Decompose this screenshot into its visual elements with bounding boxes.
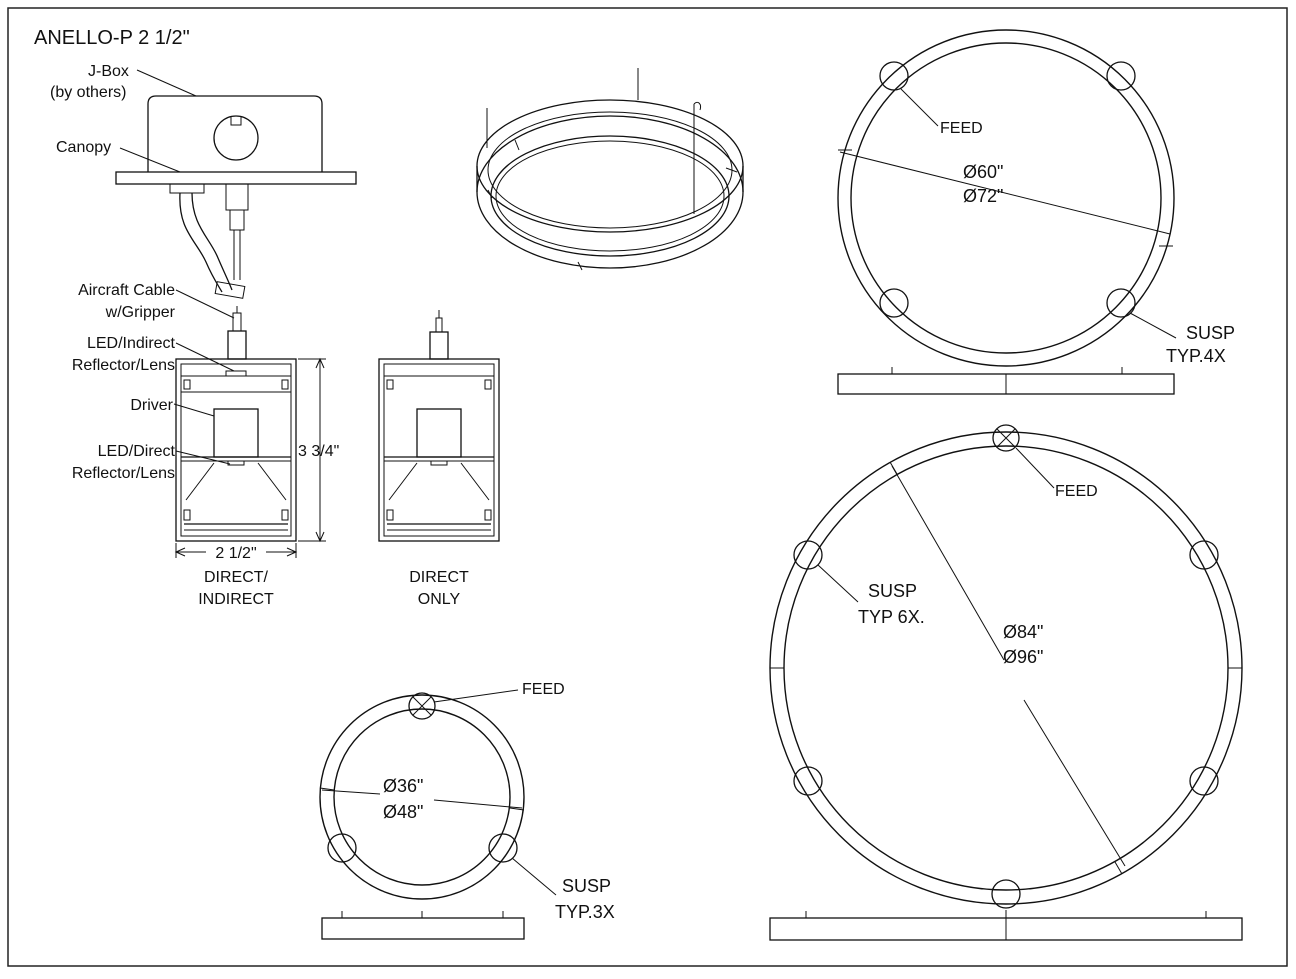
variant-a-label-2: INDIRECT — [198, 591, 274, 608]
cable-label-2: w/Gripper — [105, 304, 176, 321]
housing-direct-only — [378, 310, 500, 542]
j-box — [147, 95, 323, 172]
variant-b-label-1: DIRECT — [409, 569, 469, 586]
ring-large-dia-outer: Ø96" — [1003, 647, 1043, 667]
ring-large-plan — [769, 424, 1243, 941]
ring-large-susp-label: SUSP — [868, 581, 917, 601]
driver-label: Driver — [130, 397, 173, 414]
ring-large-susp-typ: TYP 6X. — [858, 607, 925, 627]
variant-a-label-1: DIRECT/ — [204, 569, 269, 586]
canopy — [115, 171, 357, 185]
ring-small-plan — [319, 689, 557, 940]
variant-b-label-2: ONLY — [418, 591, 461, 608]
led-indirect-label-2: Reflector/Lens — [72, 357, 175, 374]
housing-direct-indirect — [175, 358, 297, 542]
canopy-label: Canopy — [56, 139, 111, 156]
led-direct-label-1: LED/Direct — [98, 443, 176, 460]
cable-label-1: Aircraft Cable — [78, 282, 175, 299]
ring-small-dia-inner: Ø36" — [383, 776, 423, 796]
section-detail: 3 3/4" 2 1/2" DIRECT/ INDIRECT — [50, 63, 500, 608]
ring-small-dia-outer: Ø48" — [383, 802, 423, 822]
ring-medium-susp-typ: TYP.4X — [1166, 346, 1226, 366]
ring-medium-dia-inner: Ø60" — [963, 162, 1003, 182]
sheet-border — [7, 7, 1288, 967]
ring-medium-dia-outer: Ø72" — [963, 186, 1003, 206]
ring-3d-view — [476, 68, 744, 271]
width-dimension: 2 1/2" — [215, 545, 256, 562]
ring-small-feed-label: FEED — [522, 681, 565, 698]
ring-medium-plan — [837, 29, 1177, 395]
ring-small-susp-typ: TYP.3X — [555, 902, 615, 922]
ring-medium-susp-label: SUSP — [1186, 323, 1235, 343]
ring-medium-feed-label: FEED — [940, 120, 983, 137]
ring-small-susp-label: SUSP — [562, 876, 611, 896]
jbox-label: J-Box — [88, 63, 129, 80]
drawing-title: ANELLO-P 2 1/2" — [34, 27, 190, 49]
led-indirect-label-1: LED/Indirect — [87, 335, 176, 352]
jbox-note: (by others) — [50, 84, 126, 101]
height-dimension: 3 3/4" — [298, 443, 339, 460]
ring-large-feed-label: FEED — [1055, 483, 1098, 500]
ring-large-dia-inner: Ø84" — [1003, 622, 1043, 642]
led-direct-label-2: Reflector/Lens — [72, 465, 175, 482]
